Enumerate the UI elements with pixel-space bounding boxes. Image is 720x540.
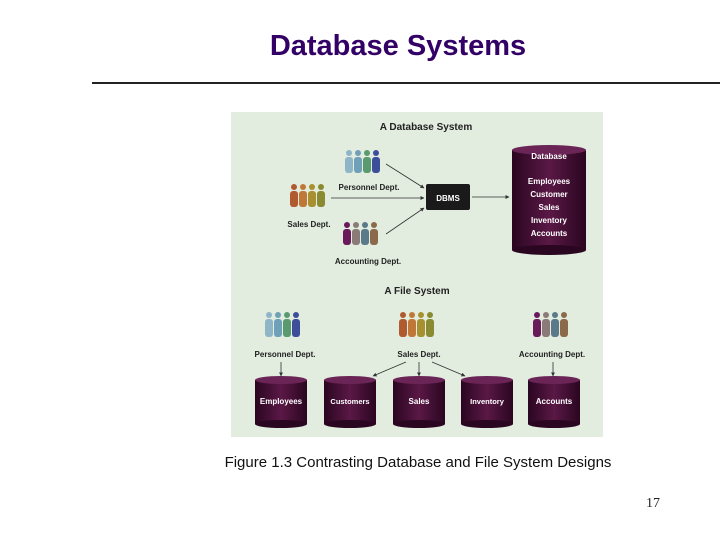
database-label: Database [531,152,567,161]
file-label: Accounts [536,397,573,406]
file-cylinder [393,376,445,428]
personnel-people-icon [345,150,380,173]
contrast-diagram: A Database System Personnel Dept. Sales … [255,122,586,428]
fs-accounting-label: Accounting Dept. [519,350,585,359]
file-cylinder [324,376,376,428]
file-label: Customers [330,397,369,406]
accounting-to-dbms-arrow [385,207,425,235]
file-cylinder [461,376,513,428]
database-item: Inventory [531,216,568,225]
file-label: Employees [260,397,303,406]
slide-title: Database Systems [269,30,527,62]
sales-people-icon [290,184,325,207]
file-system-heading: A File System [384,286,449,297]
dbms-label: DBMS [436,194,460,203]
fs-accounting-people-icon [533,312,568,337]
fs-sales-label: Sales Dept. [397,350,440,359]
personnel-to-dbms-arrow [385,163,425,189]
fs-sales-arrow [372,361,407,377]
page-number: 17 [646,496,660,511]
database-item: Employees [528,177,571,186]
db-sales-label: Sales Dept. [287,220,330,229]
file-label: Inventory [470,397,505,406]
file-cylinder [528,376,580,428]
accounting-people-icon [343,222,378,245]
dbms-box [426,184,470,210]
database-system-heading: A Database System [380,122,473,133]
title-divider [92,82,720,84]
fs-sales-people-icon [399,312,434,337]
database-item: Customer [530,190,567,199]
file-cylinder [255,376,307,428]
fs-personnel-people-icon [265,312,300,337]
database-item: Accounts [531,229,568,238]
figure-image: A Database System Personnel Dept. Sales … [231,112,603,437]
figure-caption: Figure 1.3 Contrasting Database and File… [224,454,612,471]
db-personnel-label: Personnel Dept. [339,183,400,192]
database-cylinder [512,145,586,255]
fs-sales-arrow [431,361,466,377]
database-item: Sales [539,203,560,212]
db-accounting-label: Accounting Dept. [335,257,401,266]
fs-personnel-label: Personnel Dept. [255,350,316,359]
file-label: Sales [409,397,430,406]
